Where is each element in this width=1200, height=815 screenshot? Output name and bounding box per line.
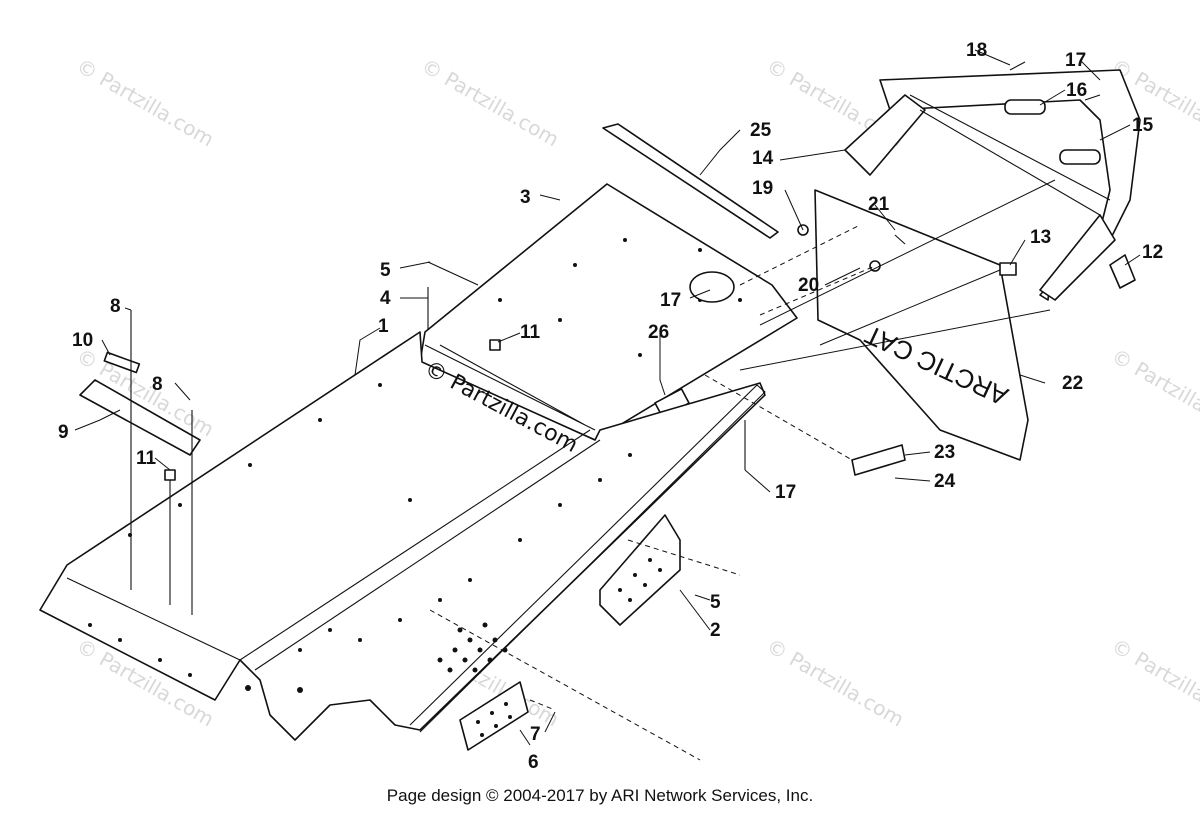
part-2-bracket (599, 514, 681, 626)
assembly-line (429, 224, 876, 761)
part-1-fold-line (66, 429, 601, 671)
part-21-bolt (894, 234, 906, 245)
callout-14: 14 (752, 148, 774, 169)
part-17-bumper-pad (689, 271, 735, 303)
callout-2: 2 (710, 620, 721, 641)
callout-19: 19 (752, 178, 773, 199)
exploded-view-drawing: © Partzilla.com © Partzilla.com © Partzi… (39, 40, 1200, 773)
part-25-strip (602, 123, 779, 239)
callout-11: 11 (520, 322, 541, 343)
callout-8: 8 (110, 296, 121, 317)
part-12-clip (1109, 254, 1136, 289)
callout-5: 5 (380, 260, 391, 281)
assembly-line-solid (739, 179, 1056, 371)
part-15-handle-cutout (1059, 149, 1101, 165)
part-17-bolt-top (1084, 94, 1101, 101)
callout-23: 23 (934, 442, 955, 463)
callout-17: 17 (1065, 50, 1086, 71)
part-9-bracket (79, 379, 201, 456)
part-18-bolt (1009, 61, 1026, 71)
part-23-plate (851, 444, 906, 476)
watermark: © Partzilla.com (73, 54, 219, 152)
callout-16: 16 (1066, 80, 1087, 101)
part-14-side-plate-right (1039, 214, 1116, 301)
callout-22: 22 (1062, 373, 1083, 394)
part-2-holes (618, 558, 662, 602)
part-15-rear-bumper (879, 69, 1141, 301)
callout-25: 25 (750, 120, 772, 141)
callout-12: 12 (1142, 242, 1163, 263)
callout-13: 13 (1030, 227, 1051, 248)
callout-5: 5 (710, 592, 721, 613)
part-15-crossbar (909, 94, 1111, 216)
part-11-spacer-left (164, 469, 176, 481)
part-22-snow-flap (814, 189, 1029, 461)
watermark: © Partzilla.com (418, 54, 564, 152)
callout-15: 15 (1132, 115, 1154, 136)
part-20-nut (869, 260, 881, 272)
page-footer: Page design © 2004-2017 by ARI Network S… (386, 786, 814, 805)
callout-labels: 1 2 3 4 5 5 6 7 8 8 9 10 11 11 12 13 14 … (58, 40, 1163, 773)
callout-4: 4 (380, 288, 391, 309)
part-1-hole-pattern (88, 383, 632, 693)
callout-6: 6 (528, 752, 539, 773)
part-11-spacer (489, 339, 501, 351)
leader-lines (74, 49, 1141, 746)
part-1-rail (409, 384, 766, 733)
callout-24: 24 (934, 471, 956, 492)
callout-10: 10 (72, 330, 93, 351)
callout-1: 1 (378, 316, 389, 337)
part-13-nut (999, 262, 1017, 276)
watermark: © Partzilla.com (1108, 344, 1200, 442)
callout-26: 26 (648, 322, 669, 343)
callout-20: 20 (798, 275, 819, 296)
callout-3: 3 (520, 187, 531, 208)
part-14-side-plate (844, 94, 926, 176)
watermark: © Partzilla.com (763, 634, 909, 732)
callout-7: 7 (530, 724, 541, 745)
part-5-rivet (427, 261, 479, 286)
part-16-handle-cutout (1004, 99, 1046, 115)
watermark: © Partzilla.com (1108, 634, 1200, 732)
part-6-holes (476, 702, 512, 737)
callout-17: 17 (775, 482, 796, 503)
callout-8: 8 (152, 374, 163, 395)
callout-11: 11 (136, 448, 157, 469)
part-3-front-edge (424, 344, 596, 431)
callout-9: 9 (58, 422, 69, 443)
callout-17: 17 (660, 290, 681, 311)
callout-18: 18 (966, 40, 987, 61)
callout-21: 21 (868, 194, 890, 215)
part-6-plate (459, 681, 529, 751)
part-1-tunnel (39, 331, 766, 741)
